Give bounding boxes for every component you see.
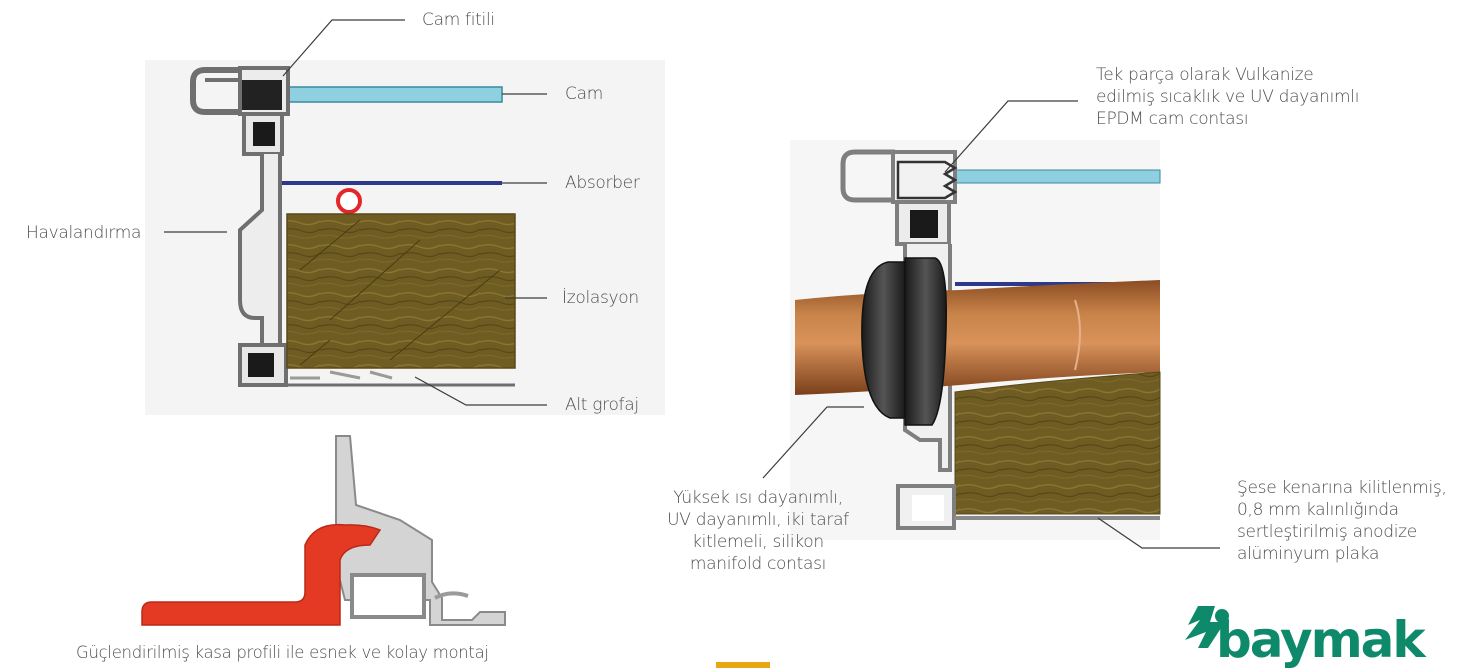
insulation-block (286, 213, 516, 369)
label-cam: Cam (565, 84, 603, 104)
label-manifold-line-4: manifold contası (689, 554, 827, 574)
glass-seal (242, 80, 282, 110)
label-manifold-line-3: kitlemeli, silikon (692, 532, 824, 552)
baymak-logo-text: baymak (1216, 611, 1426, 669)
silicone-manifold-seal (861, 261, 906, 419)
epdm-glass-seal (896, 160, 958, 200)
label-epdm-line-3: EPDM cam contası (1096, 109, 1249, 129)
leader-lines (164, 19, 1220, 549)
red-frame-profile (141, 523, 382, 626)
label-manifold-line-1: Yüksek ısı dayanımlı, (673, 488, 843, 508)
caption-left: Güçlendirilmiş kasa profili ile esnek ve… (76, 643, 489, 662)
label-plaka-line-1: Şese kenarına kilitlenmiş, (1237, 478, 1447, 498)
absorber-pipe (336, 188, 362, 214)
label-epdm-line-2: edilmiş sıcaklık ve UV dayanımlı (1096, 87, 1360, 107)
label-epdm-seal: Tek parça olarak Vulkanize edilmiş sıcak… (1096, 64, 1359, 130)
baymak-logo-mark (1185, 606, 1229, 648)
label-aluminium-plate: Şese kenarına kilitlenmiş, 0,8 mm kalınl… (1237, 477, 1447, 565)
label-havalandirma: Havalandırma (26, 223, 142, 243)
label-absorber: Absorber (565, 173, 640, 193)
label-izolasyon: İzolasyon (562, 288, 639, 308)
left-profile-section (135, 434, 510, 634)
label-alt-grofaj: Alt grofaj (565, 395, 639, 415)
left-frame-section (145, 60, 665, 415)
label-manifold-line-2: UV dayanımlı, iki taraf (667, 510, 849, 530)
label-epdm-line-1: Tek parça olarak Vulkanize (1096, 65, 1314, 85)
label-cam-fitili: Cam fitili (422, 10, 495, 30)
label-plaka-line-2: 0,8 mm kalınlığında (1237, 500, 1399, 520)
right-manifold-section (790, 140, 1161, 540)
insulation-block-right (954, 371, 1161, 515)
label-plaka-line-4: alüminyum plaka (1237, 544, 1380, 564)
label-manifold-seal: Yüksek ısı dayanımlı, UV dayanımlı, iki … (648, 487, 868, 575)
label-plaka-line-3: sertleştirilmiş anodize (1237, 522, 1417, 542)
accent-bar (716, 662, 770, 668)
